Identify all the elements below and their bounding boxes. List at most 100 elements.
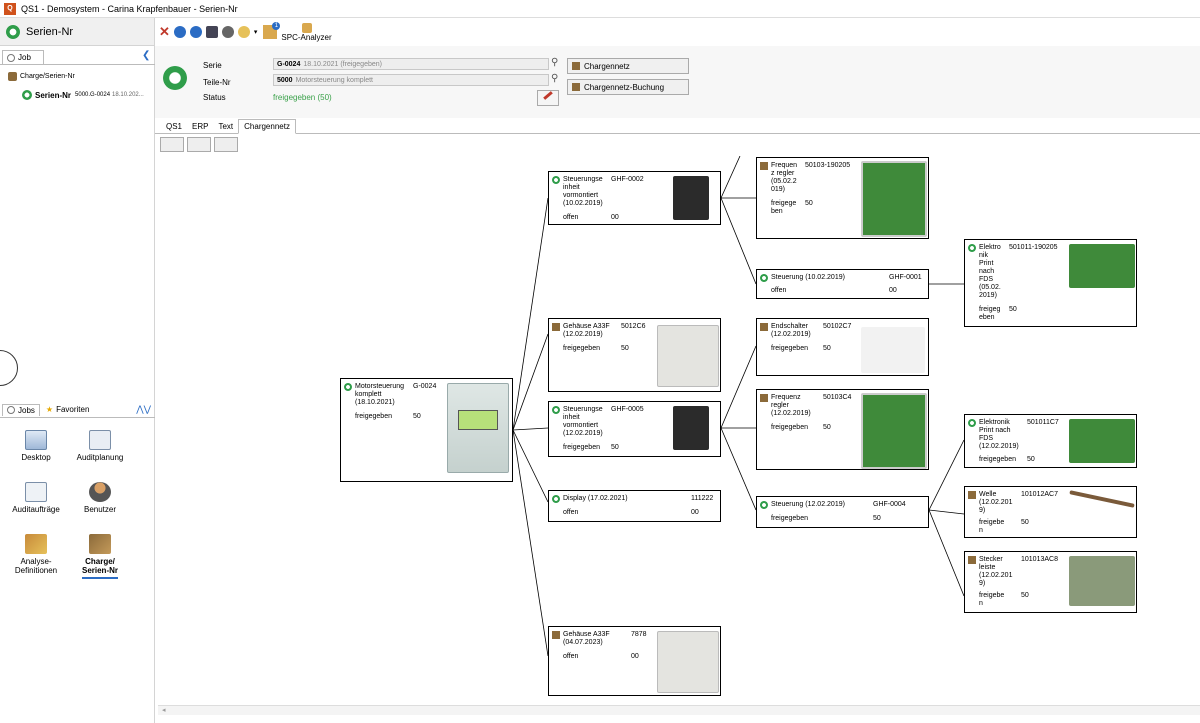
- layout-button[interactable]: [187, 137, 211, 152]
- serial-icon: [968, 244, 976, 252]
- charge-icon: [552, 323, 560, 331]
- status-value: freigegeben (50): [273, 93, 332, 102]
- lcd-display-icon: [458, 410, 498, 430]
- cancel-icon[interactable]: ✕: [159, 24, 170, 39]
- edge: [928, 509, 965, 597]
- notifications-icon[interactable]: 1: [263, 22, 281, 39]
- node-frequenzregler-1[interactable]: Frequen z regler (05.02.2 019) 50103-190…: [756, 157, 929, 239]
- settings-icon[interactable]: [221, 26, 234, 38]
- tab-qs1[interactable]: QS1: [166, 122, 183, 131]
- job-charge-serien-nr[interactable]: Charge/ Serien-Nr: [70, 534, 130, 579]
- chargennetz-button[interactable]: Chargennetz: [567, 58, 689, 74]
- node-elektronik-print-1[interactable]: Elektro nik Print nach FDS (05.02. 2019)…: [964, 239, 1137, 327]
- node-steuerungseinheit-2[interactable]: Steuerungse inheit vormontiert (12.02.20…: [548, 401, 721, 457]
- circuit-board-image: [861, 393, 927, 469]
- back-icon[interactable]: [173, 26, 186, 38]
- calendar-check-icon: [89, 430, 111, 450]
- horizontal-scrollbar[interactable]: ◂: [158, 705, 1200, 715]
- tab-job[interactable]: Job: [2, 50, 44, 64]
- housing-image: [657, 631, 719, 693]
- edge: [512, 333, 549, 431]
- dropdown-arrow-icon[interactable]: ▾: [253, 29, 258, 36]
- node-display[interactable]: Display (17.02.2021) 111222 offen 00: [548, 490, 721, 522]
- serial-icon: [344, 383, 352, 391]
- module-title: Serien-Nr: [26, 25, 74, 38]
- module-header: Serien-Nr: [0, 18, 154, 46]
- tab-erp[interactable]: ERP: [192, 122, 209, 131]
- edge: [720, 345, 757, 429]
- node-gehaeuse-1[interactable]: Gehäuse A33F (12.02.2019) 5012C6 freigeg…: [548, 318, 721, 392]
- edit-status-button[interactable]: [537, 90, 559, 106]
- graph-edges: [512, 156, 965, 657]
- tab-jobs[interactable]: Jobs: [2, 403, 40, 416]
- node-endschalter[interactable]: Endschalter (12.02.2019) 50102C7 freigeg…: [756, 318, 929, 376]
- serial-icon: [968, 419, 976, 427]
- scroll-left-icon[interactable]: ◂: [162, 707, 166, 714]
- job-auditplanung[interactable]: Auditplanung: [70, 430, 130, 462]
- collapse-left-icon[interactable]: ❮: [142, 50, 151, 61]
- node-elektronik-print-2[interactable]: Elektronik Print nach FDS (12.02.2019) 5…: [964, 414, 1137, 468]
- reset-button[interactable]: [214, 137, 238, 152]
- graph-toolbar: [160, 137, 241, 153]
- limit-switch-image: [861, 327, 925, 373]
- tab-text[interactable]: Text: [218, 122, 234, 131]
- charge-icon: [8, 72, 17, 81]
- charge-icon: [760, 162, 768, 170]
- left-panel: Serien-Nr Job ❮ Charge/Serien-Nr Serien-…: [0, 18, 155, 723]
- edge: [512, 429, 549, 657]
- chargennetz-canvas: Motorsteuerung komplett (18.10.2021) G-0…: [158, 156, 1200, 723]
- node-welle[interactable]: Welle (12.02.201 9) 101012AC7 freigebe n…: [964, 486, 1137, 538]
- node-steuerung-2[interactable]: Steuerung (12.02.2019) GHF-0004 freigege…: [756, 496, 929, 528]
- spc-analyzer-button[interactable]: SPC-Analyzer: [281, 22, 332, 42]
- pcb-image: [1069, 244, 1135, 288]
- forward-icon[interactable]: [189, 26, 202, 38]
- job-auditauftraege[interactable]: Auditaufträge: [6, 482, 66, 514]
- node-motorsteuerung[interactable]: Motorsteuerung komplett (18.10.2021) G-0…: [340, 378, 513, 482]
- node-steuerung-1[interactable]: Steuerung (10.02.2019) GHF-0001 offen 00: [756, 269, 929, 299]
- charge-icon: [968, 556, 976, 564]
- node-frequenzregler-2[interactable]: Frequenz regler (12.02.2019) 50103C4 fre…: [756, 389, 929, 470]
- search-icon-2[interactable]: ⚲: [551, 73, 559, 84]
- qs1-logo-icon: [163, 66, 187, 90]
- save-icon[interactable]: [205, 26, 218, 38]
- control-unit-image: [673, 406, 709, 450]
- job-benutzer[interactable]: Benutzer: [70, 482, 130, 514]
- edge: [928, 509, 965, 515]
- search-icon[interactable]: ⚲: [551, 57, 559, 68]
- job-desktop[interactable]: Desktop: [6, 430, 66, 462]
- tree-item-serien-nr[interactable]: Serien-Nr 5000.G-0024 18.10.202...: [22, 90, 144, 100]
- tab-chargennetz[interactable]: Chargennetz: [238, 119, 296, 134]
- splitter-handle[interactable]: [0, 350, 18, 386]
- connector-strip-image: [1069, 556, 1135, 606]
- qs1-logo-icon: [6, 24, 20, 39]
- pcb-image: [1069, 419, 1135, 463]
- pin-icon: [7, 53, 15, 62]
- analysis-icon: [25, 534, 47, 554]
- node-steuerungseinheit-1[interactable]: Steuerungse inheit vormontiert (10.02.20…: [548, 171, 721, 225]
- chevrons-icon[interactable]: ⋀⋁: [136, 404, 151, 414]
- star-icon: ★: [45, 405, 54, 414]
- buchung-icon: [572, 83, 580, 91]
- chargennetz-buchung-button[interactable]: Chargennetz-Buchung: [567, 79, 689, 95]
- spc-icon: [301, 22, 312, 33]
- zoom-button[interactable]: [160, 137, 184, 152]
- charge-icon: [760, 394, 768, 402]
- jobs-tabbar: Jobs ★Favoriten ⋀⋁: [0, 402, 155, 418]
- edge: [512, 429, 549, 503]
- job-analyse-definitionen[interactable]: Analyse- Definitionen: [6, 534, 66, 575]
- serial-icon: [552, 406, 560, 414]
- node-gehaeuse-2[interactable]: Gehäuse A33F (04.07.2023) 7878 offen 00: [548, 626, 721, 696]
- charge-icon: [968, 491, 976, 499]
- export-icon[interactable]: [237, 26, 250, 38]
- edge: [928, 439, 965, 511]
- detail-tabs: QS1 ERP Text Chargennetz: [155, 118, 1200, 134]
- tree-item-charge[interactable]: Charge/Serien-Nr: [8, 72, 75, 81]
- node-steckerleiste[interactable]: Stecker leiste (12.02.201 9) 101013AC8 f…: [964, 551, 1137, 613]
- window-title: QS1 - Demosystem - Carina Krapfenbauer -…: [21, 3, 238, 14]
- motor-controller-image: [447, 383, 509, 473]
- tab-favoriten[interactable]: ★Favoriten: [45, 405, 90, 414]
- circuit-board-image: [861, 161, 927, 237]
